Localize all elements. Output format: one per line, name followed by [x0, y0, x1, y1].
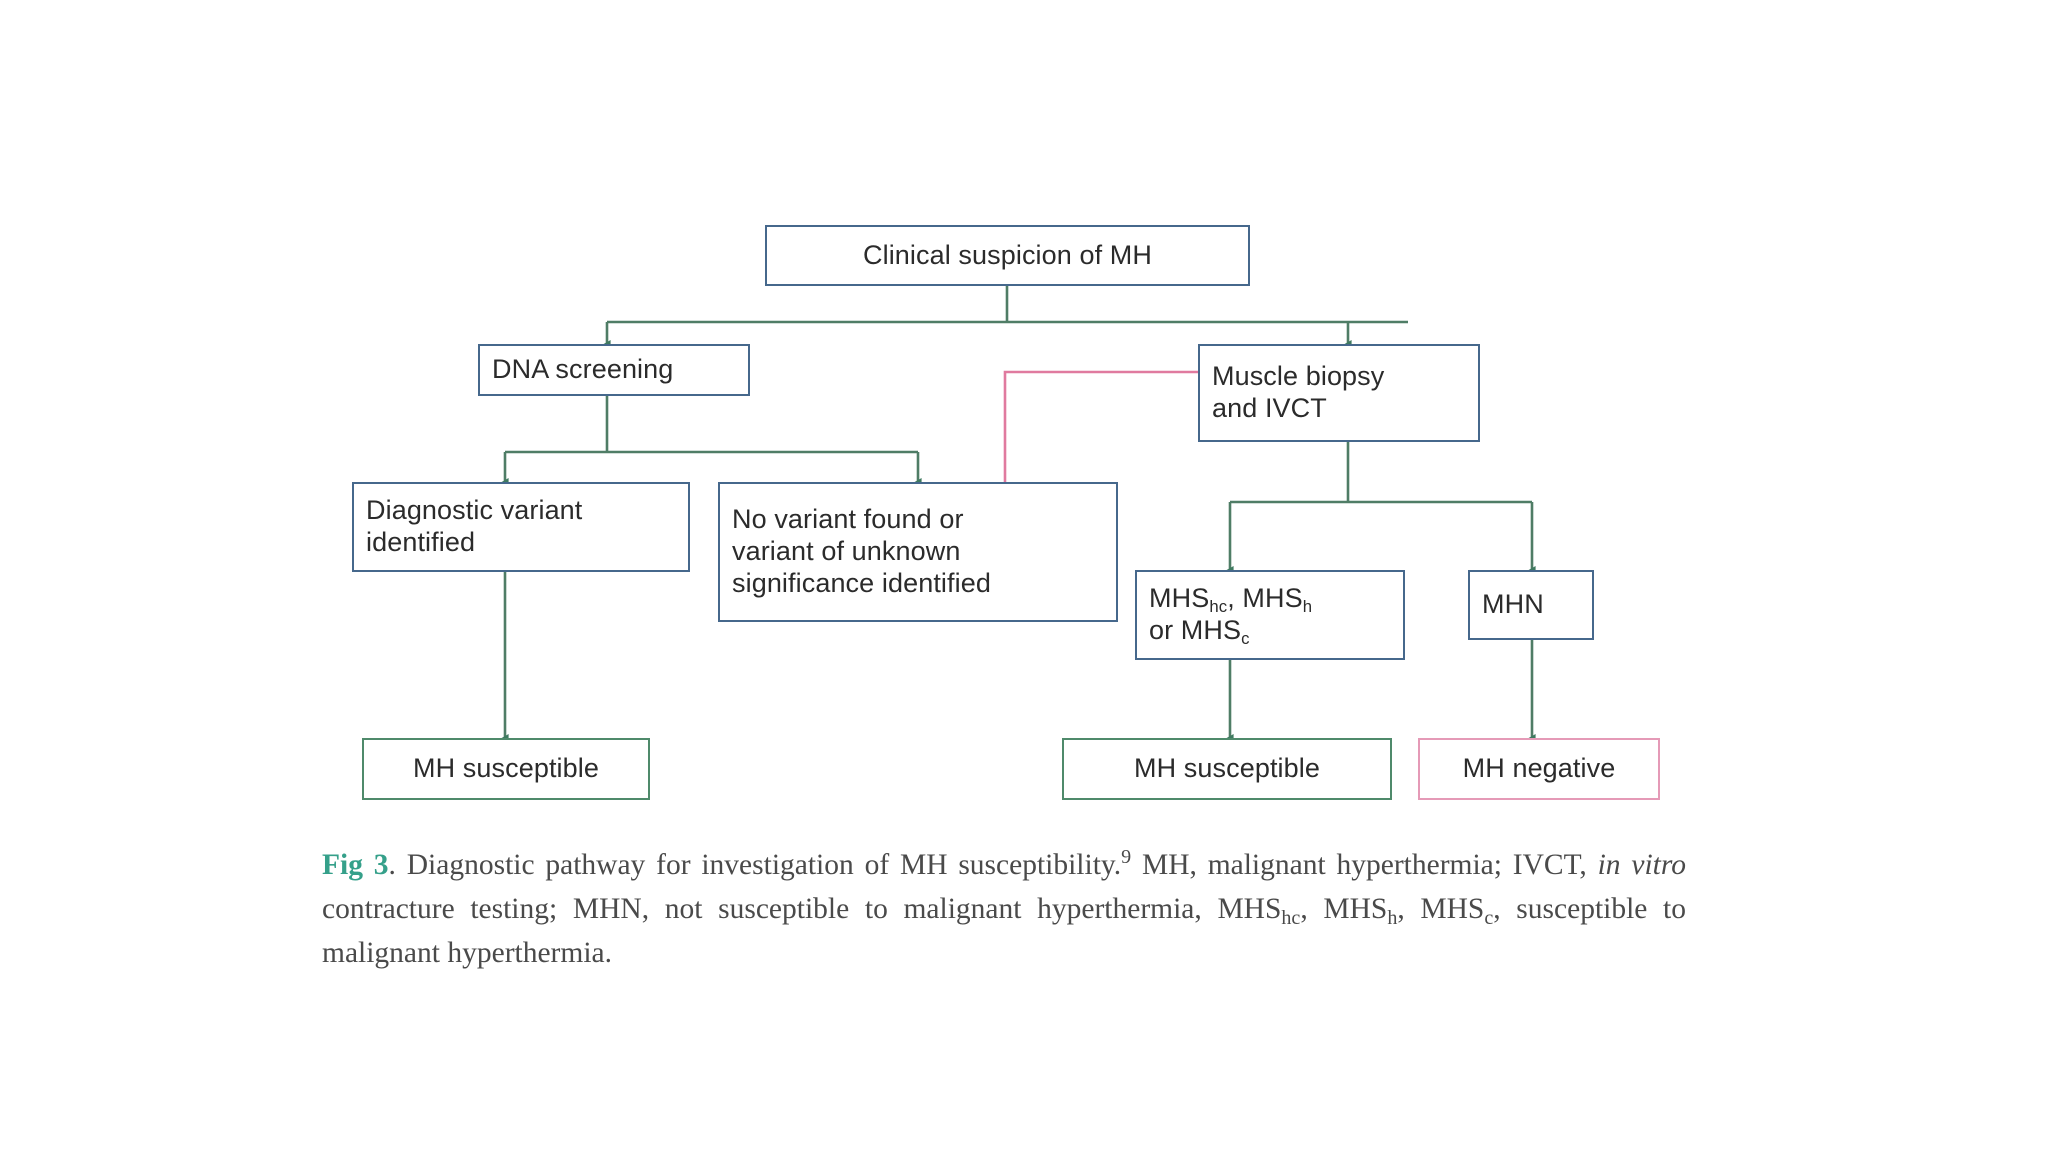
figure-caption-part4: , MHS	[1300, 893, 1388, 925]
node-mhs-h-subscript: h	[1302, 596, 1313, 616]
node-no-variant-line1: No variant found or	[732, 504, 964, 535]
figure-caption-part1: . Diagnostic pathway for investigation o…	[388, 849, 1122, 881]
node-muscle-biopsy-line1: Muscle biopsy	[1212, 361, 1385, 392]
figure-caption-label: Fig 3	[322, 849, 389, 881]
node-muscle-biopsy-line2: and IVCT	[1212, 393, 1327, 423]
node-mhs-line1: MHShc, MHSh	[1149, 583, 1313, 616]
figure-caption-part2: MH, malignant hyperthermia; IVCT,	[1131, 849, 1598, 881]
node-no-variant-line2: variant of unknown	[732, 536, 961, 567]
figure-caption-part3: contracture testing; MHN, not susceptibl…	[322, 893, 1282, 925]
node-mh-negative-label: MH negative	[1462, 753, 1616, 784]
node-mhs-hc-subscript: hc	[1209, 596, 1228, 616]
node-mhs-subtypes-label: MHShc, MHSh or MHSc	[1137, 583, 1403, 647]
node-no-variant-line3: significance identified	[732, 567, 991, 598]
node-diagnostic-variant-line1: Diagnostic variant	[366, 495, 583, 526]
node-mh-susceptible-left[interactable]: MH susceptible	[362, 738, 650, 800]
flowchart-canvas: Clinical suspicion of MH DNA screening M…	[352, 225, 1660, 800]
node-diagnostic-variant-line2: identified	[366, 527, 476, 557]
figure-caption-sub-c: c	[1484, 907, 1494, 930]
node-mhn[interactable]: MHN	[1468, 570, 1594, 640]
node-dna-screening-label: DNA screening	[492, 354, 674, 385]
node-mhn-label: MHN	[1482, 589, 1544, 620]
figure-caption-reference: 9	[1121, 846, 1132, 869]
node-mh-susceptible-right[interactable]: MH susceptible	[1062, 738, 1392, 800]
node-mhs-sep: , MHS	[1227, 583, 1303, 614]
node-diagnostic-variant[interactable]: Diagnostic variant identified	[352, 482, 690, 572]
node-mh-susceptible-right-label: MH susceptible	[1134, 753, 1320, 784]
figure-caption-italic: in vitro	[1597, 849, 1686, 881]
figure-caption-sub-h: h	[1387, 907, 1398, 930]
figure-caption: Fig 3. Diagnostic pathway for investigat…	[322, 843, 1686, 975]
node-mh-susceptible-left-label: MH susceptible	[413, 753, 599, 784]
node-mhs-hc-text: MHS	[1149, 583, 1210, 614]
node-no-variant-found-label: No variant found or variant of unknown s…	[720, 504, 1116, 600]
node-no-variant-found[interactable]: No variant found or variant of unknown s…	[718, 482, 1118, 622]
node-dna-screening[interactable]: DNA screening	[478, 344, 750, 396]
figure-caption-part5: , MHS	[1397, 893, 1485, 925]
node-mhs-c-subscript: c	[1241, 628, 1250, 648]
node-diagnostic-variant-label: Diagnostic variant identified	[354, 495, 688, 559]
flowchart-connectors	[501, 286, 1536, 742]
node-clinical-suspicion-label: Clinical suspicion of MH	[863, 239, 1152, 270]
figure-caption-part6: , susceptible to malignant hyperthermia.	[322, 893, 1686, 969]
node-clinical-suspicion[interactable]: Clinical suspicion of MH	[765, 225, 1250, 286]
node-muscle-biopsy-ivct[interactable]: Muscle biopsy and IVCT	[1198, 344, 1480, 442]
node-mhs-line2: or MHSc	[1149, 615, 1250, 648]
node-muscle-biopsy-ivct-label: Muscle biopsy and IVCT	[1200, 361, 1478, 425]
node-mhs-subtypes[interactable]: MHShc, MHSh or MHSc	[1135, 570, 1405, 660]
figure-caption-sub-hc: hc	[1281, 907, 1301, 930]
node-mh-negative[interactable]: MH negative	[1418, 738, 1660, 800]
node-mhs-or-text: or MHS	[1149, 615, 1242, 645]
